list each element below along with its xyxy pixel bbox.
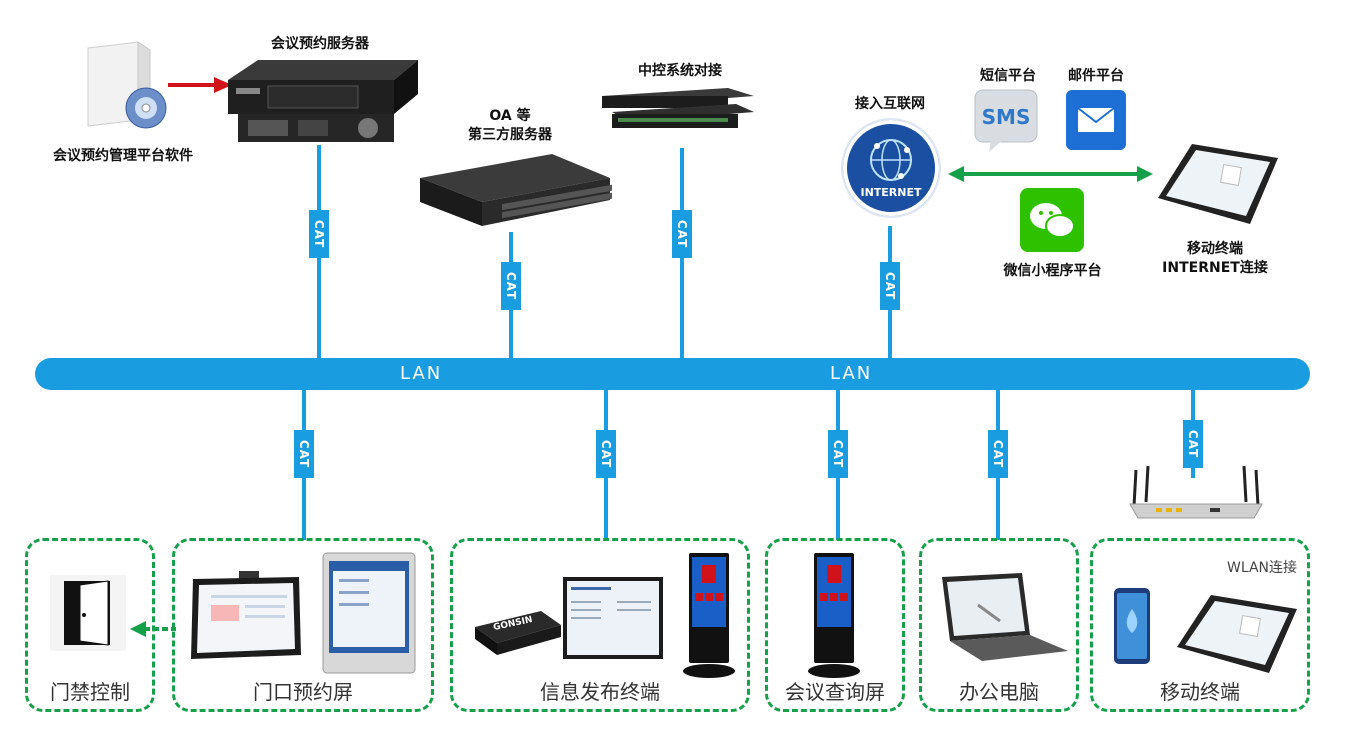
- group-label-meeting-query: 会议查询屏: [785, 680, 885, 704]
- cable-tag: CAT: [988, 430, 1008, 478]
- oa-server-label-line1: OA 等: [489, 108, 531, 124]
- group-label-info-release: 信息发布终端: [540, 680, 660, 704]
- central-control-image: [598, 84, 758, 134]
- sms-badge-text: SMS: [981, 105, 1031, 129]
- central-control-label: 中控系统对接: [638, 63, 722, 79]
- oa-server-image: [412, 150, 614, 230]
- red-arrow-icon: [168, 77, 232, 93]
- mobile-label-line1: 移动终端: [1187, 241, 1243, 257]
- wechat-icon: [1020, 188, 1084, 252]
- software-box-image: [78, 40, 168, 132]
- kiosk-image-1: [681, 551, 741, 681]
- group-label-access-control: 门禁控制: [50, 680, 130, 704]
- group-label-office-pc: 办公电脑: [959, 680, 1039, 704]
- lan-bus: [35, 358, 1310, 390]
- door-icon: [50, 575, 126, 651]
- oa-server-label-line2: 第三方服务器: [468, 127, 552, 143]
- wechat-label: 微信小程序平台: [1003, 263, 1102, 279]
- group-label-mobile: 移动终端: [1160, 680, 1240, 704]
- booking-server-image: [228, 58, 418, 144]
- green-arrow-icon: [130, 621, 176, 637]
- mobile-tablet-top-image: [1152, 140, 1282, 230]
- booking-screen-2-image: [321, 551, 417, 675]
- laptop-image: [938, 571, 1070, 663]
- mail-label: 邮件平台: [1068, 68, 1124, 84]
- booking-screen-1-image: [189, 571, 305, 667]
- group-label-door-booking: 门口预约屏: [253, 680, 353, 704]
- group-info-release: GONSIN 信息发布终端: [450, 538, 750, 712]
- media-box-image: GONSIN: [471, 607, 563, 659]
- cable-tag: CAT: [1183, 420, 1203, 468]
- group-mobile: WLAN连接 移动终端: [1090, 538, 1310, 712]
- mobile-label-line2: INTERNET连接: [1162, 260, 1268, 276]
- booking-server-label: 会议预约服务器: [271, 36, 369, 52]
- cable-tag: CAT: [672, 210, 692, 258]
- group-office-pc: 办公电脑: [919, 538, 1079, 712]
- lan-label-left: LAN: [400, 363, 443, 384]
- sms-icon: SMS: [973, 88, 1039, 154]
- sms-label: 短信平台: [980, 68, 1036, 84]
- cable-tag: CAT: [501, 262, 521, 310]
- info-display-image: [561, 575, 665, 661]
- wifi-router-image: [1126, 462, 1266, 522]
- cable-tag: CAT: [880, 262, 900, 310]
- group-door-booking: 门口预约屏: [172, 538, 434, 712]
- kiosk-image-2: [806, 551, 866, 681]
- cable-tag: CAT: [294, 430, 314, 478]
- green-double-arrow-icon: [948, 166, 1153, 182]
- cable-tag: CAT: [828, 430, 848, 478]
- internet-badge-text: INTERNET: [860, 186, 922, 199]
- wlan-label: WLAN连接: [1226, 560, 1297, 576]
- lan-label-right: LAN: [830, 363, 873, 384]
- internet-globe-icon: INTERNET: [843, 120, 939, 216]
- cable-tag: CAT: [596, 430, 616, 478]
- cable-tag: CAT: [309, 210, 329, 258]
- mail-icon: [1066, 90, 1126, 150]
- internet-label: 接入互联网: [855, 96, 925, 112]
- phone-image: [1113, 587, 1151, 665]
- software-label: 会议预约管理平台软件: [53, 148, 193, 164]
- group-meeting-query: 会议查询屏: [765, 538, 905, 712]
- mobile-tablet-bottom-image: [1171, 591, 1301, 677]
- group-access-control: 门禁控制: [25, 538, 155, 712]
